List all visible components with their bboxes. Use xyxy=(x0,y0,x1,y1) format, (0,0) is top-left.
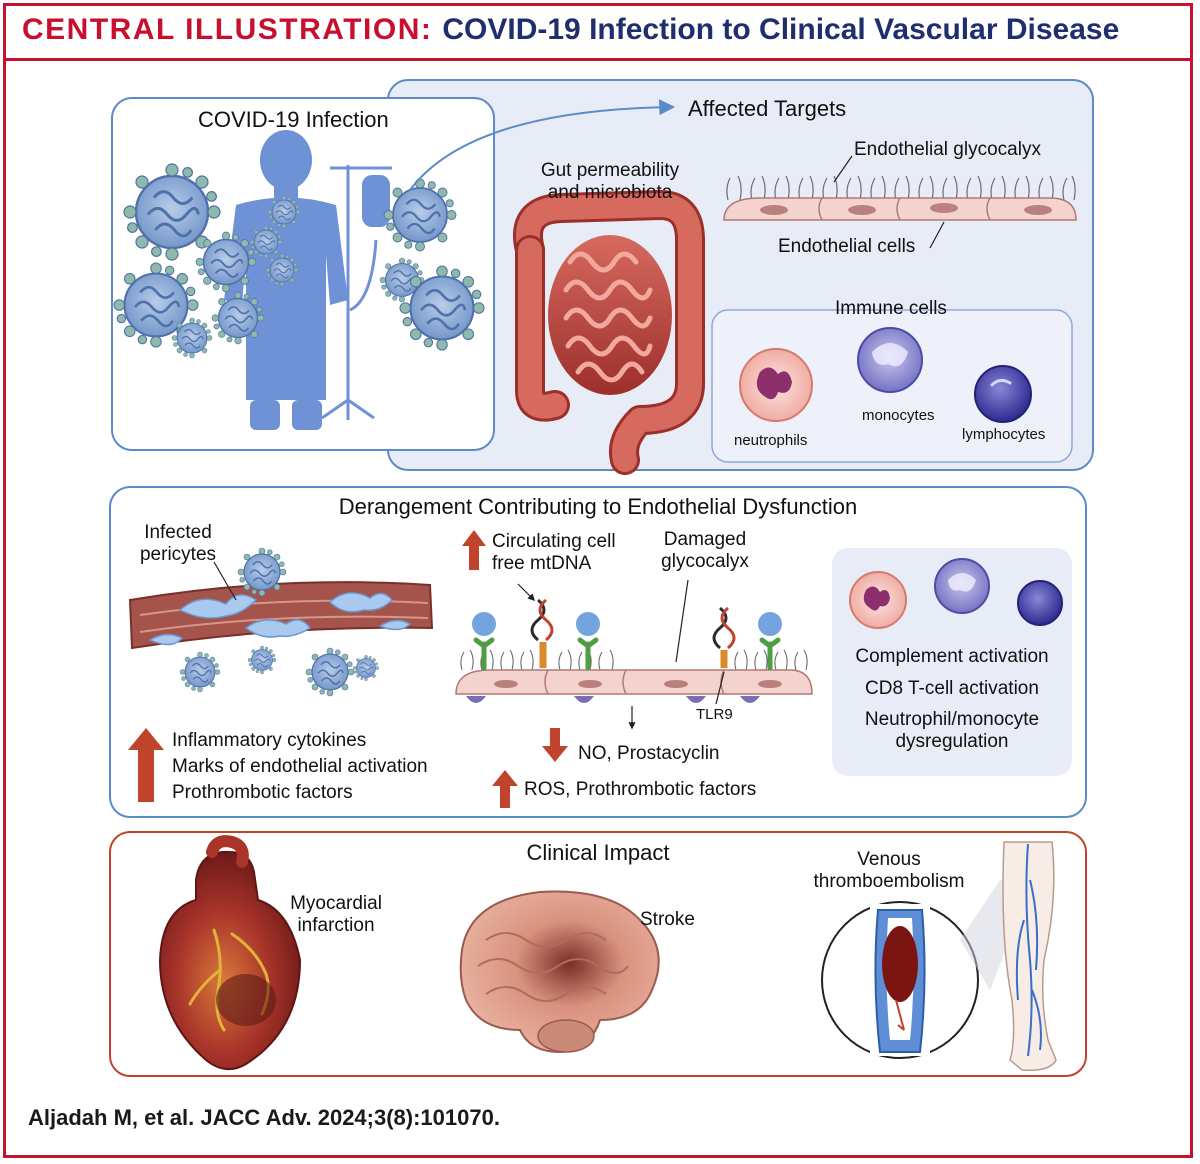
derangement-title: Derangement Contributing to Endothelial … xyxy=(338,494,858,519)
activated-lymphocyte xyxy=(1017,580,1063,626)
no-label: NO, Prostacyclin xyxy=(578,743,720,764)
immune-cells-title: Immune cells xyxy=(835,298,947,319)
lymphocyte-cell xyxy=(974,365,1032,423)
pericytes xyxy=(148,592,412,646)
gut-illustration xyxy=(513,190,706,475)
leg-illustration xyxy=(1002,841,1057,1072)
pericytes-label-line2: pericytes xyxy=(139,544,217,565)
endothelial-cells-label: Endothelial cells xyxy=(778,236,916,257)
tlr9-leader xyxy=(715,671,725,705)
mi-label-line2: infarction xyxy=(297,915,375,936)
infection-title: COVID-19 Infection xyxy=(198,107,389,132)
immune-list-item-1: Complement activation xyxy=(855,646,1049,667)
left-list-item-3: Prothrombotic factors xyxy=(172,782,353,803)
title-rule xyxy=(3,58,1193,61)
activated-neutrophil xyxy=(849,571,907,629)
stroke-label: Stroke xyxy=(640,909,695,930)
immune-list-item-3: Neutrophil/monocyte xyxy=(864,709,1040,730)
pericytes-label-line1: Infected xyxy=(144,522,212,543)
citation: Aljadah M, et al. JACC Adv. 2024;3(8):10… xyxy=(28,1105,500,1130)
tlr9-label: TLR9 xyxy=(696,706,733,723)
clinical-impact-title: Clinical Impact xyxy=(526,840,670,865)
title-prefix: CENTRAL ILLUSTRATION: xyxy=(22,13,433,46)
vte-illustration xyxy=(821,880,1034,1059)
neutrophils-label: neutrophils xyxy=(734,432,808,449)
damaged-label-line1: Damaged xyxy=(663,529,747,550)
heart-illustration xyxy=(158,835,302,1071)
left-list-item-2: Marks of endothelial activation xyxy=(172,756,428,777)
glycocalyx-leader xyxy=(833,155,853,183)
endothelial-layer xyxy=(723,175,1077,221)
ros-label: ROS, Prothrombotic factors xyxy=(524,779,757,800)
glycocalyx-label: Endothelial glycocalyx xyxy=(854,139,1041,160)
monocyte-cell xyxy=(857,327,923,393)
vessel-illustration xyxy=(128,547,434,697)
mtdna-leader xyxy=(517,583,536,602)
immune-list-item-4: dysregulation xyxy=(895,731,1009,752)
outer-frame xyxy=(3,3,1193,1158)
activated-monocyte xyxy=(934,558,990,614)
flow-arrow xyxy=(409,99,676,191)
vte-label-line1: Venous xyxy=(857,849,921,870)
iv-bag xyxy=(362,175,390,227)
damaged-label-line2: glycocalyx xyxy=(661,551,749,572)
iv-stand xyxy=(321,165,392,420)
page-title: CENTRAL ILLUSTRATION: COVID-19 Infection … xyxy=(22,10,1182,50)
glycocalyx-damage-leader xyxy=(675,579,689,663)
mtdna-label-line1: Circulating cell xyxy=(492,531,616,552)
gut-label-line1: Gut permeability xyxy=(540,160,680,181)
brain-illustration xyxy=(459,890,660,1054)
neutrophil-cell xyxy=(739,348,813,422)
patient-silhouette xyxy=(224,130,348,430)
pericytes-leader xyxy=(213,561,237,601)
damaged-endothelium xyxy=(455,598,813,703)
affected-targets-title: Affected Targets xyxy=(688,96,847,121)
increase-arrows xyxy=(128,530,518,808)
title-main: COVID-19 Infection to Clinical Vascular … xyxy=(442,13,1120,46)
glycocalyx-hairs xyxy=(726,175,1076,201)
mi-label-line1: Myocardial xyxy=(290,893,382,914)
gut-label-line2: and microbiota xyxy=(547,182,673,203)
immune-list-item-2: CD8 T-cell activation xyxy=(865,678,1039,699)
receptors xyxy=(472,612,782,671)
vte-label-line2: thromboembolism xyxy=(813,871,965,892)
decrease-arrow xyxy=(542,728,568,762)
left-list-item-1: Inflammatory cytokines xyxy=(172,730,367,751)
mtdna-label-line2: free mtDNA xyxy=(492,553,592,574)
endothelial-leader xyxy=(929,221,945,249)
mtdna-strands xyxy=(530,598,736,668)
monocytes-label: monocytes xyxy=(862,407,935,424)
lymphocytes-label: lymphocytes xyxy=(962,426,1046,443)
